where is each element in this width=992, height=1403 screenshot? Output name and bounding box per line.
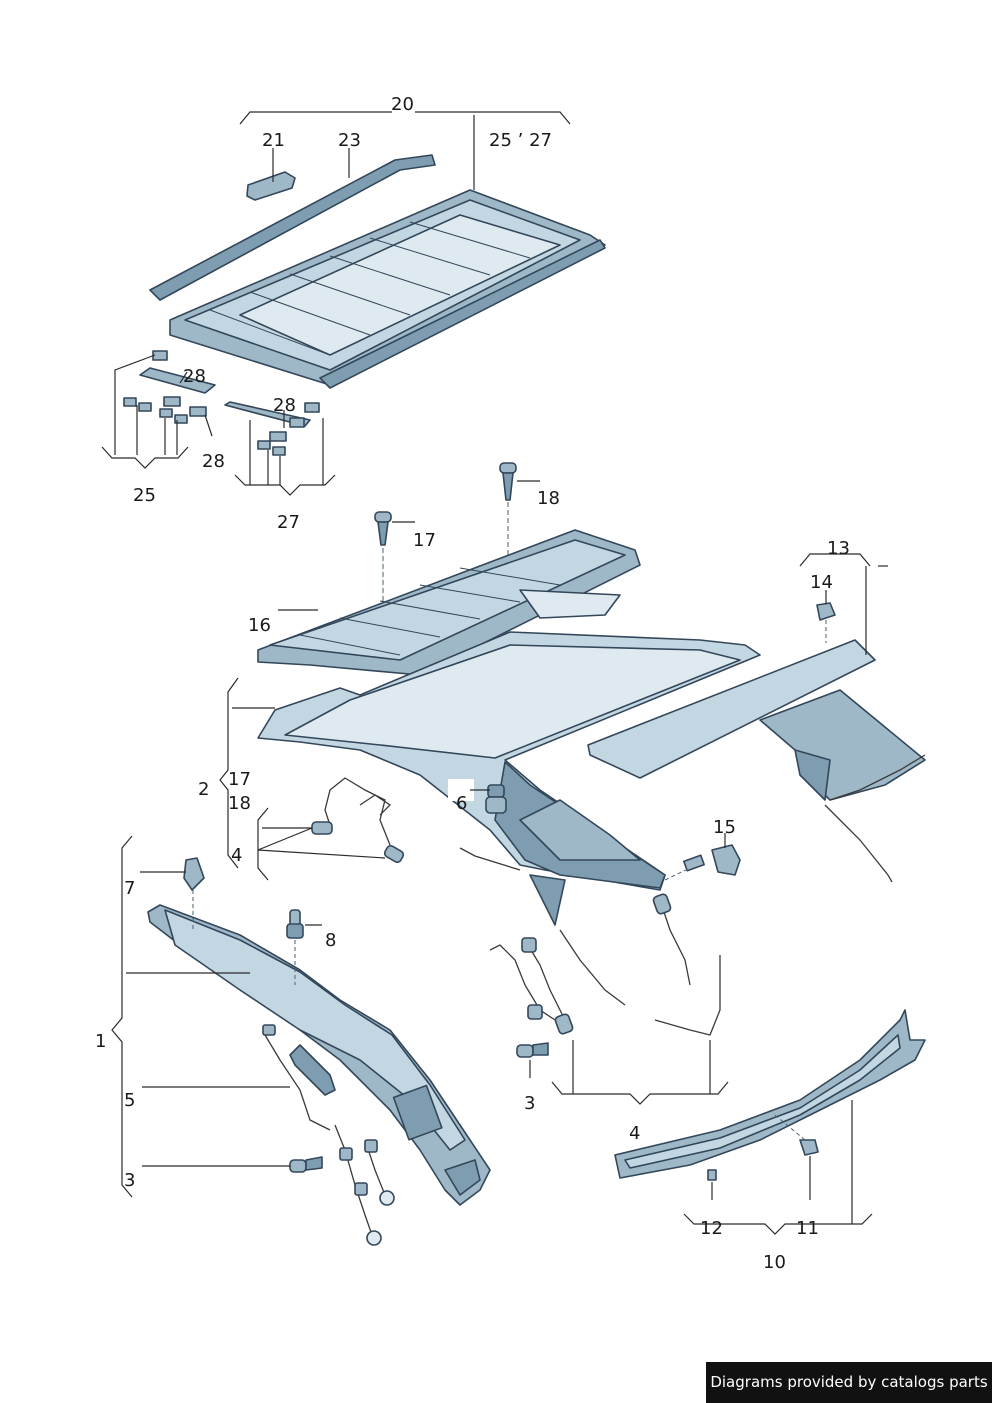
callout-labels: 20 21 23 25 ’ 27 28 28 28 25 27 18 17 16… <box>95 94 850 1273</box>
clip-21 <box>246 171 296 201</box>
label-3-left: 3 <box>124 1170 135 1191</box>
grab-handle-5 <box>262 1024 395 1246</box>
label-28-top: 28 <box>183 366 206 387</box>
label-1: 1 <box>95 1031 106 1052</box>
wiring-harness-4b <box>489 893 721 1036</box>
label-14: 14 <box>810 572 833 593</box>
roof-frame-assembly <box>169 189 606 389</box>
label-17-mid: 17 <box>228 769 251 790</box>
label-21: 21 <box>262 130 285 151</box>
label-8: 8 <box>325 930 336 951</box>
label-18-mid: 18 <box>228 793 251 814</box>
clip-11 <box>799 1139 819 1156</box>
rear-trim-10 <box>614 1009 926 1179</box>
clip-7 <box>183 857 205 891</box>
footer-credit: Diagrams provided by catalogs parts <box>706 1362 992 1403</box>
label-5: 5 <box>124 1090 135 1111</box>
screw-17 <box>374 511 392 546</box>
label-15: 15 <box>713 817 736 838</box>
label-10: 10 <box>763 1252 786 1273</box>
label-18-top: 18 <box>537 488 560 509</box>
screw-3-center <box>516 1042 549 1058</box>
label-12: 12 <box>700 1218 723 1239</box>
label-3-center: 3 <box>524 1093 535 1114</box>
screw-18 <box>499 462 517 501</box>
label-28-bottom: 28 <box>202 451 225 472</box>
bolt-6 <box>485 784 507 814</box>
label-4-left: 4 <box>231 845 242 866</box>
label-23: 23 <box>338 130 361 151</box>
label-7: 7 <box>124 878 135 899</box>
tray-16 <box>257 529 641 676</box>
label-25-27: 25 ’ 27 <box>489 130 552 151</box>
connector-15 <box>683 844 741 876</box>
clip-14 <box>816 602 836 621</box>
pillar-trim-1 <box>147 904 491 1206</box>
screw-8 <box>286 909 304 939</box>
clip-12 <box>707 1169 717 1181</box>
wiring-harness-4a <box>311 777 405 864</box>
panel-13 <box>587 639 926 801</box>
headliner-panel <box>257 631 761 926</box>
label-13: 13 <box>827 538 850 559</box>
label-16: 16 <box>248 615 271 636</box>
label-28-right: 28 <box>273 395 296 416</box>
label-6: 6 <box>456 793 467 814</box>
label-17-top: 17 <box>413 530 436 551</box>
seal-strip-23 <box>149 154 436 301</box>
label-4-center: 4 <box>629 1123 640 1144</box>
label-11: 11 <box>796 1218 819 1239</box>
label-2: 2 <box>198 779 209 800</box>
label-20: 20 <box>391 94 414 115</box>
label-25: 25 <box>133 485 156 506</box>
label-27: 27 <box>277 512 300 533</box>
screw-3-left <box>289 1156 323 1173</box>
